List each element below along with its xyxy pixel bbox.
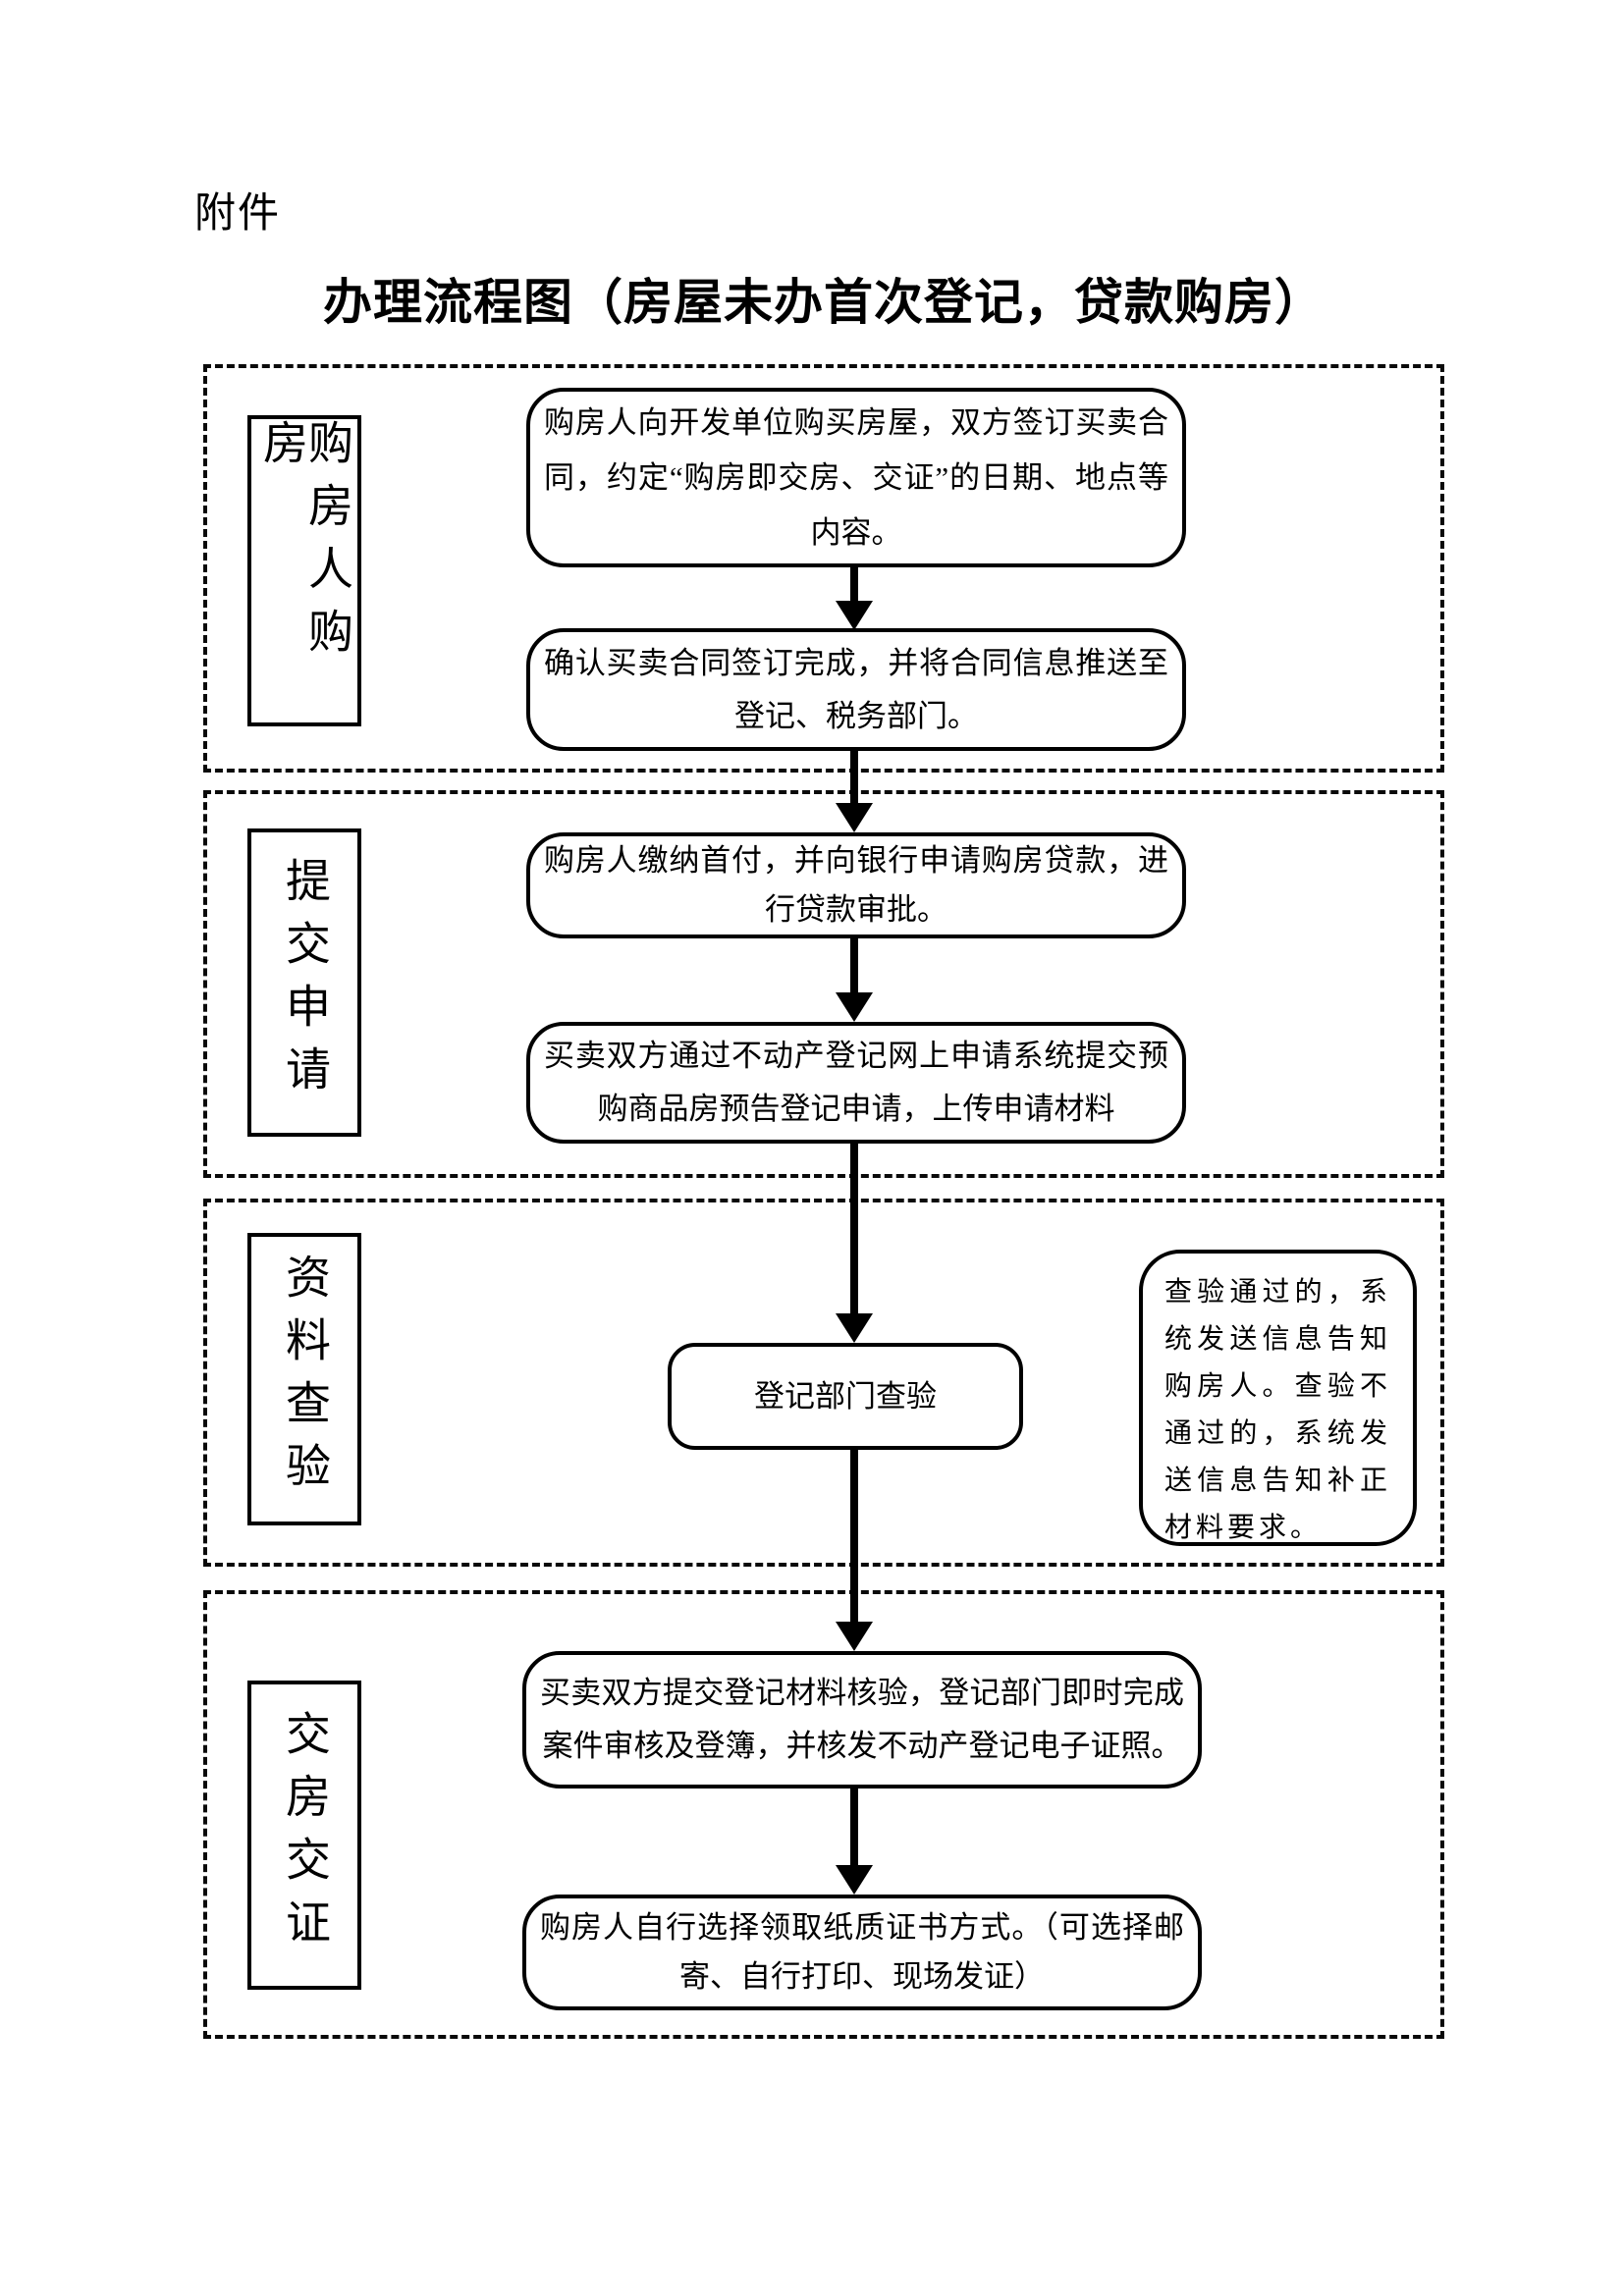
section-delivery bbox=[203, 1590, 1444, 2039]
arrow-line bbox=[850, 567, 858, 603]
flow-arrow-3 bbox=[836, 938, 873, 1022]
flow-arrow-4 bbox=[836, 1144, 873, 1343]
stage-label-text: 资料查验 bbox=[280, 1254, 330, 1505]
section-buyer-purchase bbox=[203, 364, 1444, 773]
arrowhead-down-icon bbox=[836, 1865, 873, 1895]
flow-box-down-payment: 购房人缴纳首付，并向银行申请购房贷款，进行贷款审批。 bbox=[526, 832, 1186, 938]
section-material-check bbox=[203, 1199, 1444, 1567]
flow-arrow-6 bbox=[836, 1789, 873, 1895]
flow-arrow-5 bbox=[836, 1450, 873, 1651]
flow-box-confirm-contract: 确认买卖合同签订完成，并将合同信息推送至登记、税务部门。 bbox=[526, 628, 1186, 751]
flow-box-text: 购房人缴纳首付，并向银行申请购房贷款，进行贷款审批。 bbox=[544, 843, 1168, 927]
flow-arrow-2 bbox=[836, 751, 873, 832]
diagram-title: 办理流程图（房屋未办首次登记，贷款购房） bbox=[323, 275, 1325, 330]
stage-label-text: 提交申请 bbox=[280, 857, 330, 1108]
flow-box-sign-contract: 购房人向开发单位购买房屋，双方签订买卖合同，约定“购房即交房、交证”的日期、地点… bbox=[526, 388, 1186, 567]
arrowhead-down-icon bbox=[836, 1313, 873, 1343]
stage-label-material-check: 资料查验 bbox=[247, 1233, 361, 1525]
arrow-line bbox=[850, 1450, 858, 1624]
flow-box-online-application: 买卖双方通过不动产登记网上申请系统提交预购商品房预告登记申请，上传申请材料 bbox=[526, 1022, 1186, 1144]
arrow-line bbox=[850, 751, 858, 805]
flow-arrow-1 bbox=[836, 567, 873, 630]
flow-box-registration-check: 登记部门查验 bbox=[668, 1343, 1023, 1450]
flow-box-text: 买卖双方提交登记材料核验，登记部门即时完成案件审核及登簿，并核发不动产登记电子证… bbox=[540, 1676, 1184, 1763]
stage-label-text: 购房人购房 bbox=[257, 419, 352, 670]
arrow-line bbox=[850, 1789, 858, 1867]
flow-box-choose-certificate: 购房人自行选择领取纸质证书方式。（可选择邮寄、自行打印、现场发证） bbox=[522, 1895, 1202, 2010]
stage-label-submit-application: 提交申请 bbox=[247, 828, 361, 1137]
attachment-label: 附件 bbox=[194, 191, 282, 237]
stage-label-delivery: 交房交证 bbox=[247, 1681, 361, 1990]
stage-label-buyer-purchase: 购房人购房 bbox=[247, 415, 361, 726]
arrow-line bbox=[850, 938, 858, 994]
stage-label-text: 交房交证 bbox=[280, 1709, 330, 1961]
arrowhead-down-icon bbox=[836, 601, 873, 630]
flow-box-text: 购房人向开发单位购买房屋，双方签订买卖合同，约定“购房即交房、交证”的日期、地点… bbox=[544, 404, 1168, 550]
flow-box-text: 登记部门查验 bbox=[754, 1378, 937, 1414]
arrowhead-down-icon bbox=[836, 1622, 873, 1651]
flow-box-text: 买卖双方通过不动产登记网上申请系统提交预购商品房预告登记申请，上传申请材料 bbox=[544, 1039, 1168, 1126]
arrowhead-down-icon bbox=[836, 992, 873, 1022]
arrow-line bbox=[850, 1144, 858, 1315]
flow-box-verify-and-register: 买卖双方提交登记材料核验，登记部门即时完成案件审核及登簿，并核发不动产登记电子证… bbox=[522, 1651, 1202, 1789]
note-check-result: 查验通过的，系统发送信息告知购房人。查验不通过的，系统发送信息告知补正材料要求。 bbox=[1139, 1250, 1417, 1546]
flow-box-text: 确认买卖合同签订完成，并将合同信息推送至登记、税务部门。 bbox=[544, 645, 1168, 733]
flow-box-text: 购房人自行选择领取纸质证书方式。（可选择邮寄、自行打印、现场发证） bbox=[540, 1910, 1184, 1994]
arrowhead-down-icon bbox=[836, 803, 873, 832]
section-submit-application bbox=[203, 790, 1444, 1178]
